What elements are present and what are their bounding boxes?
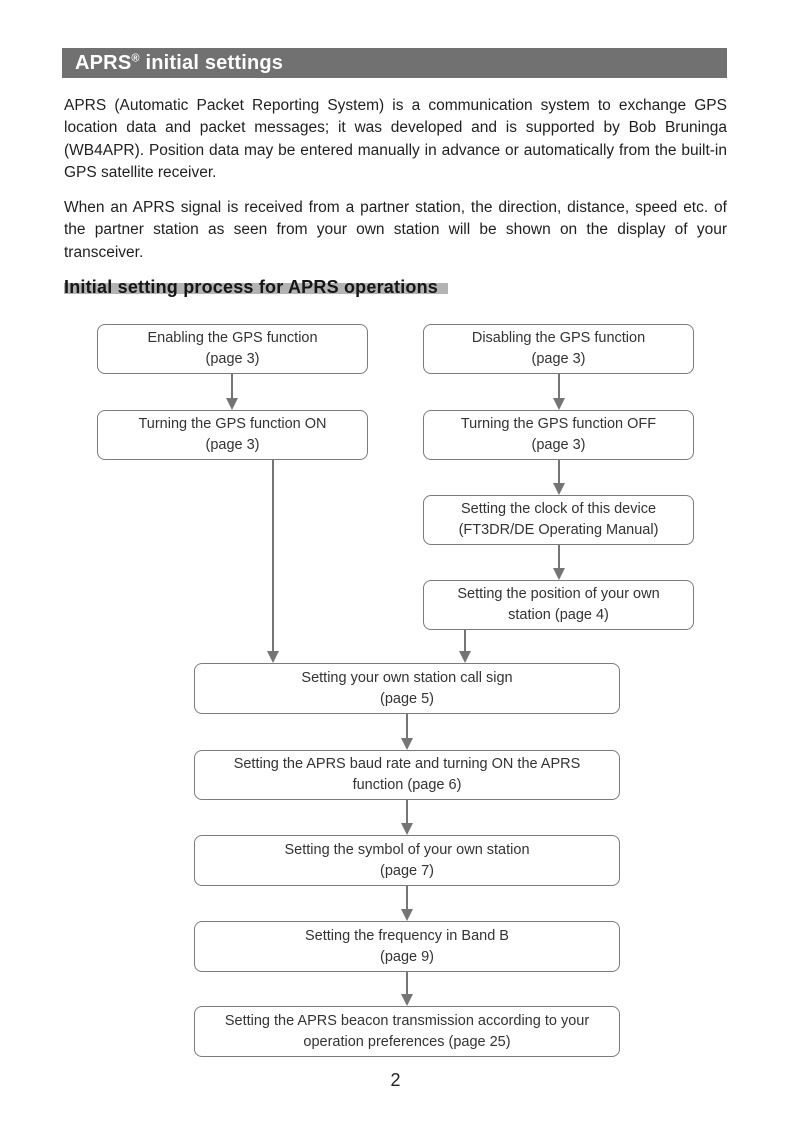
flow-box-line: Setting your own station call sign <box>301 669 513 686</box>
section-heading-text: Initial setting process for APRS operati… <box>64 277 448 297</box>
flow-box-line: (FT3DR/DE Operating Manual) <box>458 522 659 538</box>
flow-box-line: Setting the APRS baud rate and turning O… <box>233 756 581 772</box>
flow-box-set-baud-rate: Setting the APRS baud rate and turning O… <box>194 750 620 800</box>
arrow-down-icon <box>401 886 413 921</box>
flow-box-line: Setting the symbol of your own station <box>284 841 530 858</box>
page-title-rest: initial settings <box>139 51 284 74</box>
flow-box-set-beacon: Setting the APRS beacon transmission acc… <box>194 1006 620 1057</box>
intro-paragraph-1: APRS (Automatic Packet Reporting System)… <box>64 97 727 182</box>
page-title-brand: APRS <box>75 51 132 74</box>
flow-box-line: Turning the GPS function OFF <box>460 416 657 432</box>
arrow-down-icon <box>553 460 565 495</box>
flow-box-set-frequency: Setting the frequency in Band B (page 9) <box>194 921 620 972</box>
page-number: 2 <box>390 1070 401 1090</box>
flow-box-gps-on: Turning the GPS function ON (page 3) <box>97 410 368 460</box>
arrow-down-icon <box>401 972 413 1006</box>
flow-box-line: (page 3) <box>205 437 260 453</box>
flow-box-line: Setting the position of your own <box>457 586 660 602</box>
arrow-down-icon <box>553 374 565 410</box>
flow-box-line: station (page 4) <box>508 607 609 623</box>
flow-box-line: Setting the APRS beacon transmission acc… <box>224 1012 590 1029</box>
flow-box-line: Setting the clock of this device <box>460 501 657 517</box>
intro-paragraph-2: When an APRS signal is received from a p… <box>64 199 727 261</box>
flow-box-set-position: Setting the position of your own station… <box>423 580 694 630</box>
flow-box-line: (page 3) <box>205 351 260 367</box>
flow-box-set-callsign: Setting your own station call sign (page… <box>194 663 620 714</box>
arrow-down-icon <box>226 374 238 410</box>
flow-box-line: Enabling the GPS function <box>147 330 318 346</box>
arrow-down-icon <box>401 714 413 750</box>
section-heading: Initial setting process for APRS operati… <box>64 277 448 298</box>
flow-box-gps-off: Turning the GPS function OFF (page 3) <box>423 410 694 460</box>
flow-box-line: (page 3) <box>531 351 586 367</box>
flow-box-line: (page 5) <box>379 690 434 707</box>
flow-box-enabling-gps: Enabling the GPS function (page 3) <box>97 324 368 374</box>
arrow-down-icon <box>267 460 279 663</box>
flow-box-line: (page 9) <box>379 948 434 965</box>
flow-box-line: (page 3) <box>531 437 586 453</box>
page-title: APRS® initial settings <box>75 52 283 75</box>
flow-box-disabling-gps: Disabling the GPS function (page 3) <box>423 324 694 374</box>
flow-box-line: Turning the GPS function ON <box>138 416 327 432</box>
flow-box-set-clock: Setting the clock of this device (FT3DR/… <box>423 495 694 545</box>
section-title-bar: APRS® initial settings <box>62 48 727 78</box>
flow-box-line: operation preferences (page 25) <box>303 1033 511 1050</box>
arrow-down-icon <box>459 630 471 663</box>
flow-box-set-symbol: Setting the symbol of your own station (… <box>194 835 620 886</box>
arrow-down-icon <box>553 545 565 580</box>
flow-box-line: (page 7) <box>379 862 434 879</box>
arrow-down-icon <box>401 800 413 835</box>
flow-box-line: function (page 6) <box>352 777 462 793</box>
flow-box-line: Setting the frequency in Band B <box>305 927 509 944</box>
flow-box-line: Disabling the GPS function <box>471 330 646 346</box>
registered-trademark-symbol: ® <box>131 51 140 64</box>
